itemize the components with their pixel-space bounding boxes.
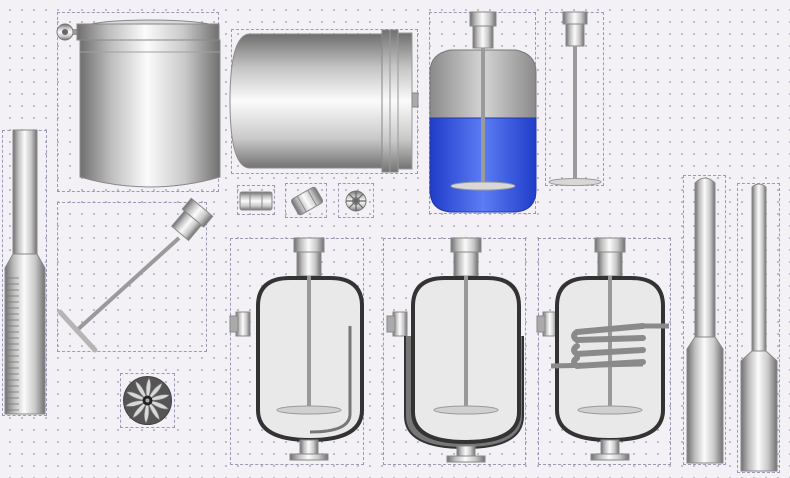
selection-outline-tall-column bbox=[683, 175, 726, 465]
impeller-blade bbox=[132, 399, 149, 419]
coupling-end-view[interactable] bbox=[340, 186, 372, 216]
vertical-tank-open-top[interactable] bbox=[55, 12, 223, 192]
agitator-shaft[interactable] bbox=[545, 10, 605, 188]
graduated-column-left[interactable] bbox=[2, 128, 48, 418]
coupling-angled-view[interactable] bbox=[287, 184, 327, 218]
selection-outline-coupling-end bbox=[338, 183, 374, 218]
impeller-blade bbox=[145, 377, 151, 402]
selection-outline-coupling-angled bbox=[285, 183, 327, 218]
impeller-fan[interactable] bbox=[120, 373, 175, 428]
impeller-blade bbox=[144, 399, 150, 424]
impeller-blade bbox=[135, 380, 149, 402]
impeller-blade bbox=[146, 399, 160, 421]
selection-outline-side-agitator bbox=[57, 202, 207, 352]
tall-column[interactable] bbox=[683, 173, 727, 467]
short-column[interactable] bbox=[737, 181, 781, 475]
selection-outline-coupling-side bbox=[237, 185, 275, 215]
impeller-blade bbox=[125, 400, 149, 407]
impeller-blade bbox=[146, 382, 163, 402]
coupling-side-view[interactable] bbox=[238, 188, 274, 214]
jacketed-reactor-full-jacket[interactable] bbox=[383, 236, 528, 466]
reactor-with-heating-coil[interactable] bbox=[536, 236, 673, 466]
jacketed-reactor[interactable] bbox=[229, 236, 366, 466]
angled-side-agitator[interactable] bbox=[55, 197, 214, 355]
impeller-blade bbox=[146, 394, 170, 401]
selection-outline-impeller bbox=[120, 373, 175, 428]
mixing-tank-with-liquid[interactable] bbox=[428, 10, 538, 216]
horizontal-tank[interactable] bbox=[229, 28, 420, 174]
impeller-blade bbox=[125, 391, 149, 401]
impeller-blade bbox=[146, 400, 170, 410]
